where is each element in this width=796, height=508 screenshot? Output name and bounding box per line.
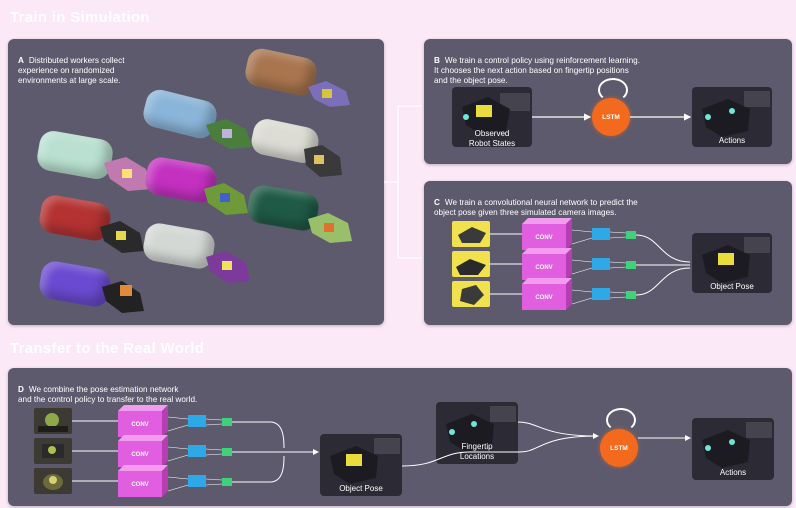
lstm-b-node: LSTM: [592, 98, 630, 136]
conv-d-branch-1: [72, 405, 285, 449]
sim-hand-darkgreen: [306, 211, 354, 245]
conv-d-label-1: CONV: [131, 422, 149, 428]
lstm-d-node: LSTM: [600, 429, 638, 467]
conv-d-label-3: CONV: [131, 482, 149, 488]
panel-d-letter: D: [18, 385, 24, 394]
sim-hand-silver: [204, 249, 252, 285]
real-camera-image-3: [34, 468, 72, 494]
observed-states-label: Observed Robot States: [468, 129, 516, 148]
conv-c-label-2: CONV: [535, 265, 553, 271]
panel-c-letter: C: [434, 198, 440, 207]
real-camera-image-1: [34, 408, 72, 434]
actions-b-thumbnail: [692, 87, 772, 147]
sim-hand-white: [300, 143, 346, 179]
sim-camera-image-1: [452, 221, 490, 247]
fingertip-locations-thumbnail: [436, 402, 518, 464]
panel-b-caption-text: We train a control policy using reinforc…: [434, 56, 641, 85]
sim-hand-lightblue: [204, 117, 254, 151]
conv-d-branch-2: [72, 435, 284, 467]
fingertip-locations-label: Fingertip Locations: [459, 442, 495, 461]
actions-b-label: Actions: [718, 136, 746, 145]
sim-hand-magenta: [202, 181, 250, 217]
object-pose-c-thumbnail: [692, 233, 772, 293]
conv-c-label-1: CONV: [535, 235, 553, 241]
sim-hand-red: [98, 219, 146, 255]
panel-d-caption-text: We combine the pose estimation network a…: [18, 385, 198, 404]
conv-c-label-3: CONV: [535, 295, 553, 301]
panel-a-letter: A: [18, 56, 24, 65]
sim-camera-image-3: [452, 281, 490, 307]
conv-c-branch-2: [490, 248, 690, 280]
real-section-title: Transfer to the Real World: [10, 340, 205, 357]
conv-d-branch-3: [72, 455, 285, 497]
sim-section-title: Train in Simulation: [10, 9, 150, 26]
conv-d-label-2: CONV: [131, 452, 149, 458]
conv-c-branch-3: [490, 267, 691, 310]
panel-b-letter: B: [434, 56, 440, 65]
lstm-b-recurrent-loop-icon: [598, 78, 628, 102]
object-pose-d-thumbnail: [320, 434, 402, 496]
lstm-d-recurrent-loop-icon: [606, 408, 636, 432]
sim-hand-brown: [306, 79, 352, 109]
sim-hand-mint: [102, 155, 154, 193]
panel-c-caption-text: We train a convolutional neural network …: [434, 198, 638, 217]
sim-hand-purple: [100, 279, 146, 315]
real-camera-image-2: [34, 438, 72, 464]
object-pose-c-label: Object Pose: [710, 282, 754, 291]
conv-c-branch-1: [490, 218, 691, 263]
actions-d-label: Actions: [719, 468, 747, 477]
observed-states-thumbnail: [452, 87, 532, 147]
sim-camera-image-2: [452, 251, 490, 277]
panel-a-caption-text: Distributed workers collect experience o…: [18, 56, 125, 85]
actions-d-thumbnail: [692, 418, 774, 480]
object-pose-d-label: Object Pose: [339, 484, 383, 493]
